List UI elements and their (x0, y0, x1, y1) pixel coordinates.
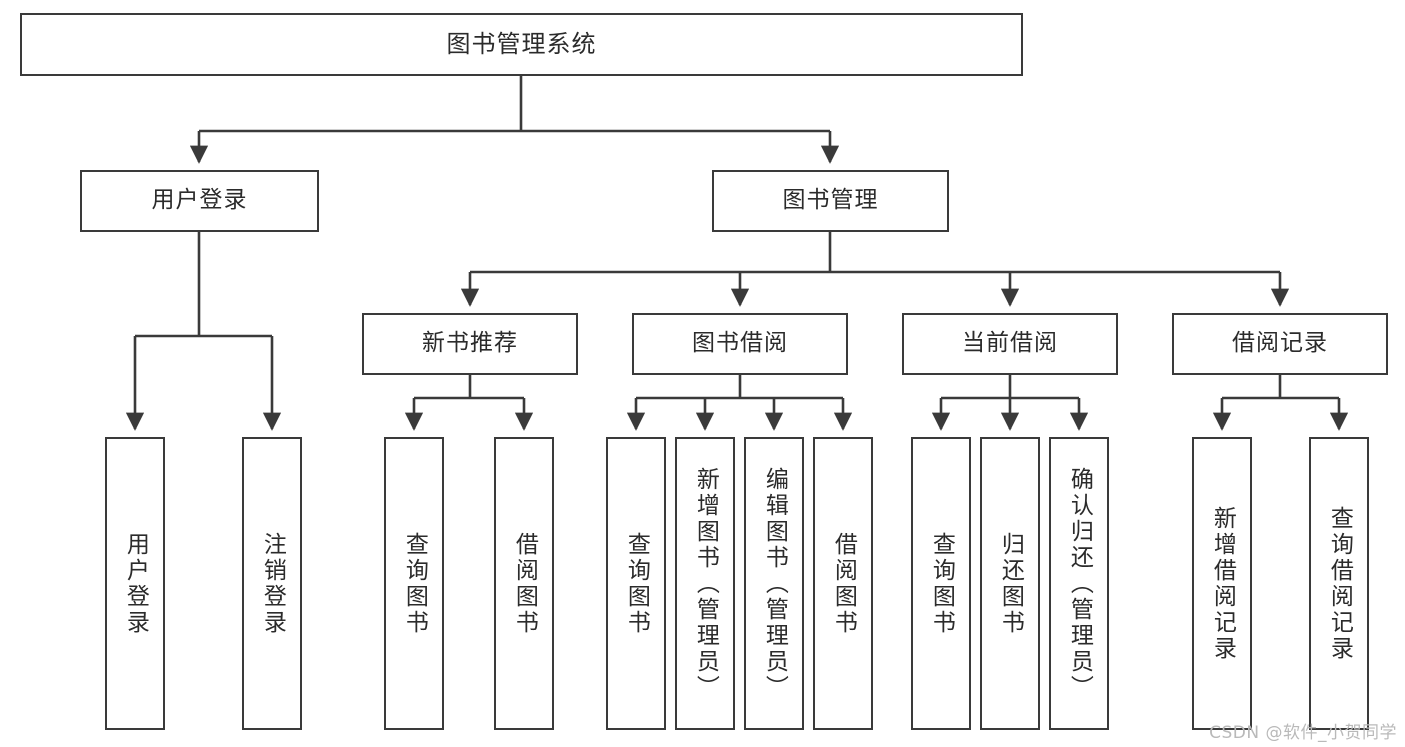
node-label: 图书管理 (782, 187, 879, 214)
node-label: 新增借阅记录 (1209, 505, 1236, 662)
node-label: 用户登录 (151, 187, 248, 214)
node-leaf-logout-login[interactable]: 注销登录 (242, 437, 302, 730)
watermark: CSDN @软件_小贺同学 (1209, 723, 1397, 743)
node-label: 归还图书 (997, 531, 1024, 636)
node-current-borrow[interactable]: 当前借阅 (902, 313, 1118, 375)
node-label: 新增图书（管理员） (692, 466, 719, 701)
node-label: 借阅图书 (511, 531, 538, 636)
node-label: 确认归还（管理员） (1066, 466, 1093, 701)
node-label: 查询借阅记录 (1326, 505, 1353, 662)
node-book-borrow[interactable]: 图书借阅 (632, 313, 848, 375)
node-user-login[interactable]: 用户登录 (80, 170, 319, 232)
node-leaf-return-book[interactable]: 归还图书 (980, 437, 1040, 730)
node-book-management-system[interactable]: 图书管理系统 (20, 13, 1023, 76)
node-book-manage[interactable]: 图书管理 (712, 170, 949, 232)
node-leaf-query-book-3[interactable]: 查询图书 (911, 437, 971, 730)
node-label: 注销登录 (259, 531, 286, 636)
node-label: 图书管理系统 (446, 30, 597, 59)
node-borrow-record[interactable]: 借阅记录 (1172, 313, 1388, 375)
node-label: 当前借阅 (962, 330, 1058, 357)
node-leaf-user-login[interactable]: 用户登录 (105, 437, 165, 730)
node-label: 查询图书 (401, 531, 428, 636)
node-label: 图书借阅 (692, 330, 788, 357)
node-leaf-borrow-book-1[interactable]: 借阅图书 (494, 437, 554, 730)
node-label: 借阅图书 (830, 531, 857, 636)
node-label: 查询图书 (623, 531, 650, 636)
node-label: 查询图书 (928, 531, 955, 636)
node-leaf-borrow-book-2[interactable]: 借阅图书 (813, 437, 873, 730)
node-label: 新书推荐 (422, 330, 518, 357)
node-label: 编辑图书（管理员） (761, 466, 788, 701)
node-leaf-query-book-1[interactable]: 查询图书 (384, 437, 444, 730)
node-leaf-add-record[interactable]: 新增借阅记录 (1192, 437, 1252, 730)
node-leaf-confirm-return[interactable]: 确认归还（管理员） (1049, 437, 1109, 730)
node-leaf-query-record[interactable]: 查询借阅记录 (1309, 437, 1369, 730)
node-label: 借阅记录 (1232, 330, 1328, 357)
node-leaf-edit-book[interactable]: 编辑图书（管理员） (744, 437, 804, 730)
node-label: 用户登录 (122, 531, 149, 636)
node-new-book-recommend[interactable]: 新书推荐 (362, 313, 578, 375)
node-leaf-add-book[interactable]: 新增图书（管理员） (675, 437, 735, 730)
node-leaf-query-book-2[interactable]: 查询图书 (606, 437, 666, 730)
